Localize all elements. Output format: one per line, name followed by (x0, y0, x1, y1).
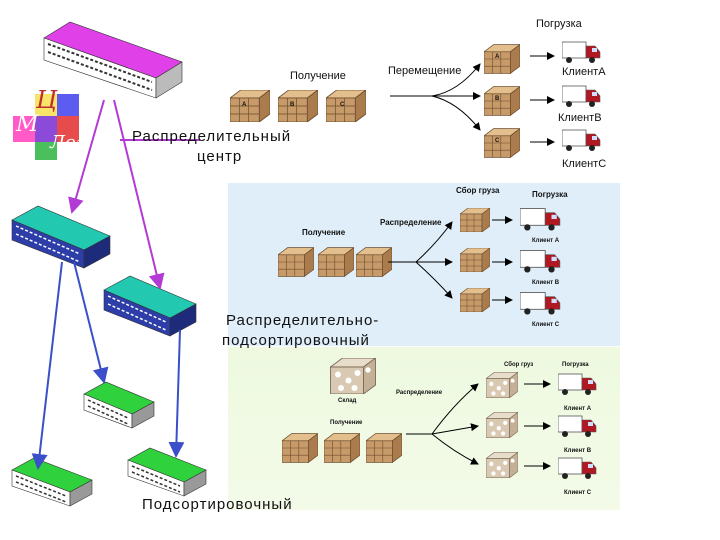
panel1-title-line2: подсортировочный (222, 332, 370, 349)
building-green-3 (127, 447, 207, 497)
top-right-box-b-label: B (495, 96, 500, 102)
top-client-3-suffix: C (598, 158, 607, 170)
dc-title-line2: центр (197, 148, 243, 165)
top-client-3: КлиентC (562, 158, 606, 170)
top-box-b-label: B (290, 102, 295, 108)
top-receiving-label: Получение (290, 70, 346, 82)
bottom-title: Подсортировочный (142, 496, 293, 513)
panel2-trucks (558, 373, 597, 480)
building-green-1 (83, 381, 155, 429)
panel1-pallets (278, 247, 392, 277)
panel2-distribution-label: Распределение (396, 390, 443, 396)
top-movement-label: Перемещение (388, 65, 462, 77)
panel1-receiving-label: Получение (302, 228, 346, 237)
magenta-arrows (68, 99, 200, 290)
panel1-cargo-label: Сбор груза (456, 186, 500, 195)
panel2-warehouse-label: Склад (338, 398, 357, 404)
panel2-cargo-label: Сбор груз (504, 362, 534, 368)
panel1-loading-label: Погрузка (532, 190, 568, 199)
panel2-warehouse (330, 358, 376, 394)
building-green-2 (11, 457, 93, 507)
top-client-2-suffix: B (594, 112, 602, 124)
logo (13, 94, 79, 160)
top-loading-label: Погрузка (536, 18, 582, 30)
panel2-loading-label: Погрузка (562, 362, 589, 368)
panel1-distribution-label: Распределение (380, 218, 442, 227)
building-teal-1 (11, 205, 111, 269)
dc-title-line1: Распределительный (132, 128, 292, 145)
top-client-3-text: Клиент (562, 158, 599, 170)
panel1-trucks (520, 207, 561, 316)
panel1-client-c: Клиент C (532, 322, 560, 328)
top-right-box-a-label: A (495, 54, 500, 60)
logo-letter-m: М (16, 112, 39, 137)
panel1-arrows (388, 216, 513, 304)
panel2-client-b: Клиент B (564, 448, 592, 454)
panel2-client-c: Клиент C (564, 490, 592, 496)
panel1-boxes (460, 208, 490, 312)
top-right-box-c-label: C (495, 138, 500, 144)
panel1-title-line1: Распределительно- (226, 312, 380, 329)
logo-letter-log: Лог (50, 132, 85, 153)
top-trucks (562, 41, 601, 152)
top-client-2-text: Клиент (558, 112, 595, 124)
top-client-1-suffix: A (598, 66, 606, 78)
panel1-client-b: Клиент B (532, 280, 560, 286)
panel2-pallets (282, 433, 402, 463)
top-box-a-label: A (242, 102, 247, 108)
panel2-background (228, 347, 620, 510)
top-boxes (230, 90, 366, 122)
panel2-sacks (486, 372, 518, 478)
panel1-client-a: Клиент A (532, 238, 560, 244)
logo-letter-ts: Ц (36, 86, 57, 114)
top-client-1: КлиентA (562, 66, 606, 78)
building-magenta (43, 21, 183, 99)
top-client-2: КлиентB (558, 112, 602, 124)
building-teal-2 (103, 275, 197, 337)
blue-arrows (31, 261, 185, 470)
panel2-arrows (406, 380, 551, 470)
panel2-receiving-label: Получение (330, 420, 363, 426)
panel2-client-a: Клиент A (564, 406, 592, 412)
top-right-boxes (484, 44, 520, 158)
top-box-c-label: C (340, 102, 345, 108)
top-client-1-text: Клиент (562, 66, 599, 78)
top-movement-arrows (390, 52, 555, 146)
